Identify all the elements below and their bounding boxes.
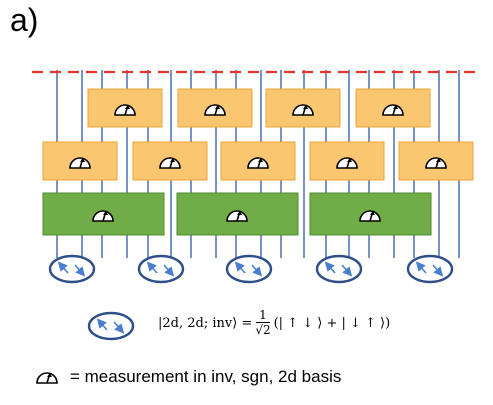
measurement-meter-icon [36, 372, 58, 384]
green-gate [176, 192, 299, 236]
spin-pair-icon [89, 313, 133, 339]
spin-pair-icon [317, 256, 361, 282]
spin-pair-icon [408, 256, 452, 282]
gate-row-bottom [42, 192, 432, 236]
legend-text: = measurement in inv, sgn, 2d basis [70, 367, 342, 386]
formula-rhs: (| ↑ ↓ ⟩ + | ↓ ↑ ⟩) [273, 315, 391, 331]
state-formula: |2d, 2d; inv⟩ = 1 √2 (| ↑ ↓ ⟩ + | ↓ ↑ ⟩) [158, 309, 390, 337]
formula-numerator: 1 [256, 309, 270, 323]
formula-denominator: √2 [255, 323, 271, 337]
panel-label: a) [10, 2, 39, 38]
formula-fraction: 1 √2 [255, 309, 270, 337]
spin-pair-icon [50, 256, 94, 282]
formula-lhs: |2d, 2d; inv⟩ = [158, 315, 253, 331]
spin-pair-icon [139, 256, 183, 282]
spin-pair-icon [227, 256, 271, 282]
gate-row-top [87, 88, 431, 128]
spin-pair-row [50, 256, 452, 282]
gate-row-middle [42, 141, 474, 181]
